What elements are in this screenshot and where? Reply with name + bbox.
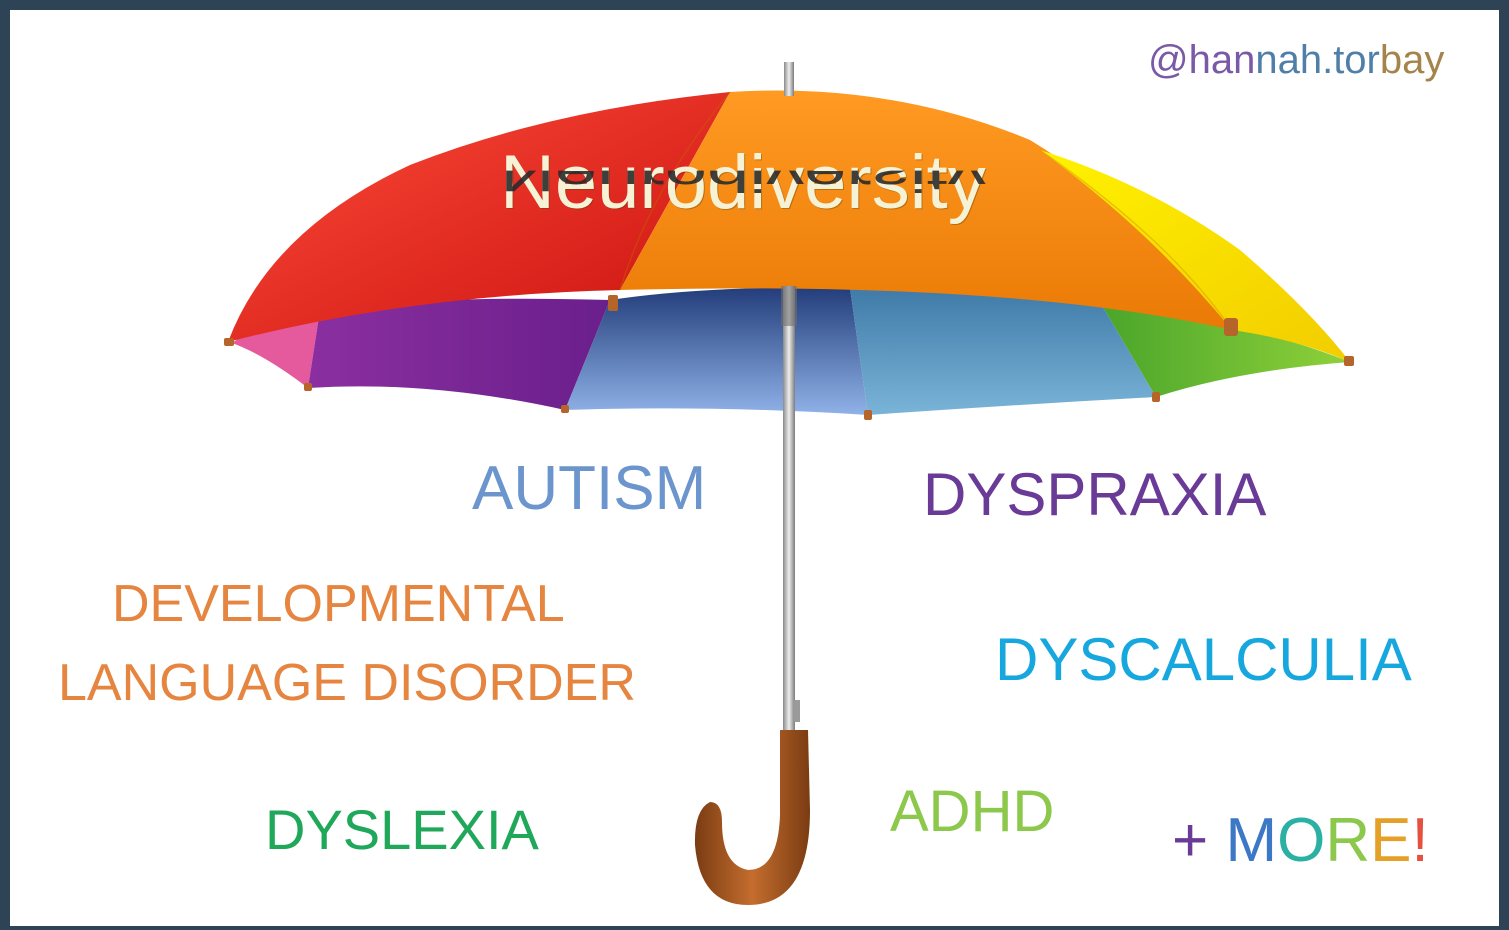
more-exclamation: ! bbox=[1411, 806, 1429, 875]
more-plus: + bbox=[1172, 806, 1226, 875]
watermark-part-1: @han bbox=[1148, 38, 1256, 82]
label-autism: AUTISM bbox=[472, 454, 707, 523]
watermark-handle: @hannah.torbay bbox=[1148, 40, 1444, 80]
label-developmental-line1: DEVELOPMENTAL bbox=[112, 575, 565, 633]
canopy-yellow bbox=[1040, 150, 1350, 362]
canopy-orange bbox=[620, 90, 1232, 330]
more-letter-r: R bbox=[1325, 806, 1371, 875]
watermark-part-2: nah.tor bbox=[1255, 38, 1380, 82]
label-more: + MORE! bbox=[1172, 810, 1429, 872]
panel-green bbox=[1100, 302, 1350, 397]
watermark-part-3: bay bbox=[1379, 38, 1445, 82]
title-neurodiversity: Neurodiversity bbox=[500, 140, 986, 225]
label-dyscalculia: DYSCALCULIA bbox=[995, 626, 1412, 693]
more-letter-m: M bbox=[1225, 806, 1278, 875]
panel-purple bbox=[308, 298, 610, 410]
panel-pink bbox=[232, 310, 320, 388]
umbrella-illustration bbox=[224, 62, 1354, 905]
panel-lightblue bbox=[850, 288, 1156, 415]
label-adhd: ADHD bbox=[890, 779, 1055, 844]
canopy-red bbox=[228, 92, 730, 342]
more-letter-o: O bbox=[1277, 806, 1326, 875]
label-developmental-line2: LANGUAGE DISORDER bbox=[58, 654, 636, 712]
label-dyslexia: DYSLEXIA bbox=[265, 798, 539, 861]
label-dyspraxia: DYSPRAXIA bbox=[923, 461, 1267, 528]
more-letter-e: E bbox=[1370, 806, 1412, 875]
